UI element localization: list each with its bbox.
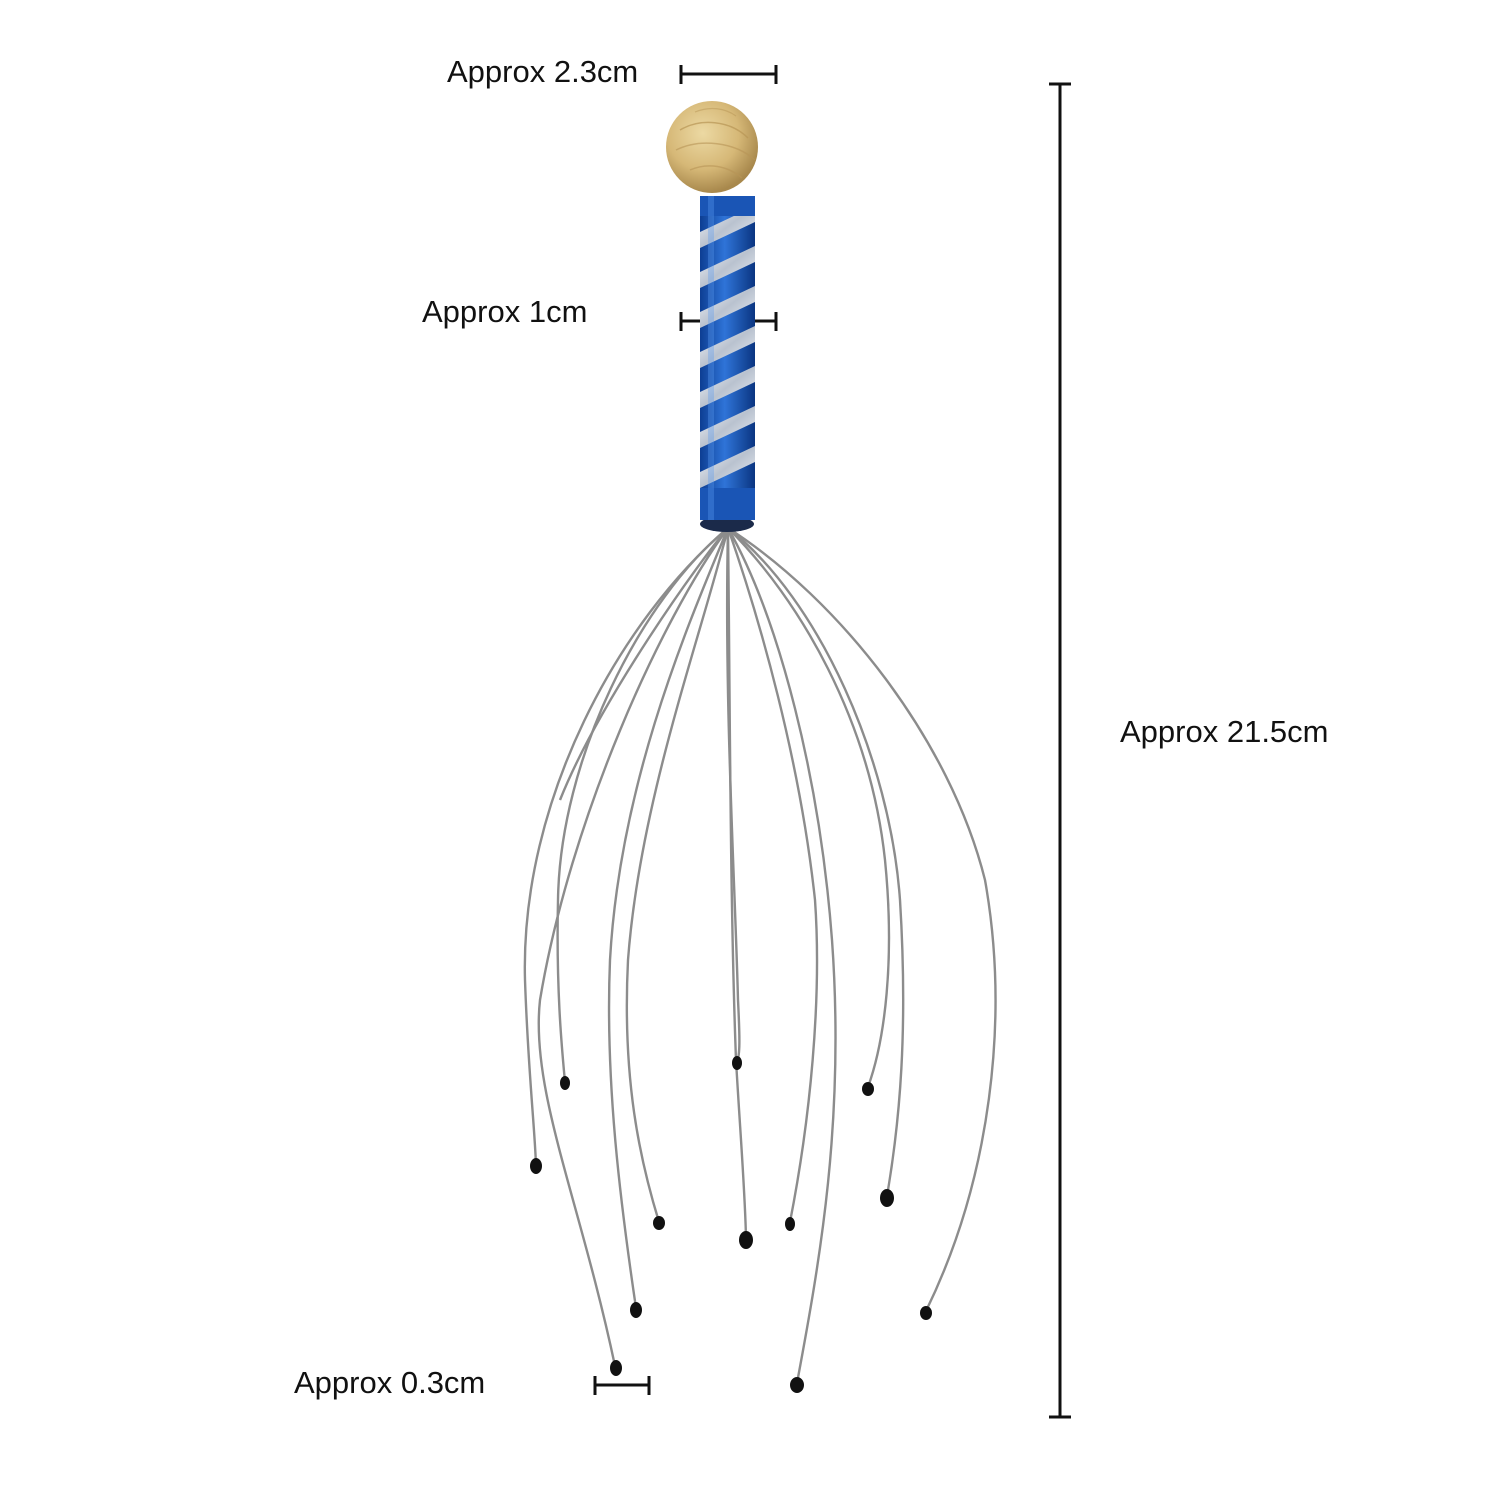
tip-dimension-marker	[593, 1376, 651, 1395]
ball-diameter-label: Approx 2.3cm	[447, 54, 639, 89]
length-dimension-marker	[1049, 82, 1071, 1419]
wire-tips	[530, 1056, 932, 1393]
handle-diameter-label: Approx 1cm	[422, 294, 588, 329]
total-length-label: Approx 21.5cm	[1120, 714, 1329, 749]
tip-diameter-label: Approx 0.3cm	[294, 1365, 486, 1400]
blue-handle	[700, 196, 755, 520]
massager-wires	[523, 526, 997, 1384]
ball-dimension-marker	[679, 65, 778, 84]
wooden-ball	[666, 101, 758, 193]
